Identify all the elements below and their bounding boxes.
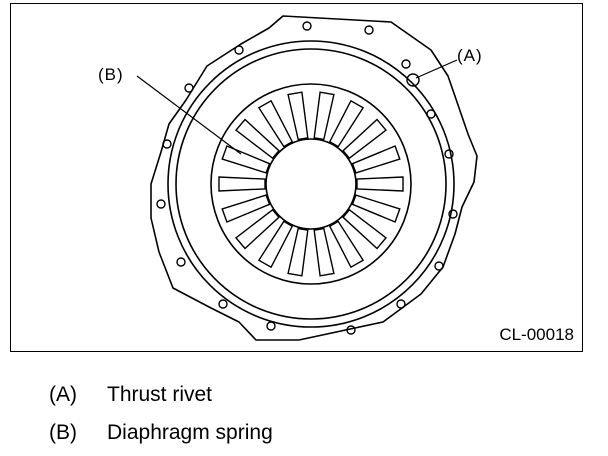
center-bore <box>265 138 357 230</box>
callout-a-leader <box>415 59 458 79</box>
callout-b-label: (B) <box>98 65 124 84</box>
mounting-hole <box>176 257 186 267</box>
cover-rim-outer <box>167 40 455 328</box>
spring-finger <box>218 176 266 192</box>
legend-key: (B) <box>49 421 77 444</box>
spring-finger <box>328 99 365 148</box>
spring-finger <box>342 208 388 250</box>
mounting-hole <box>444 149 454 159</box>
mounting-hole <box>448 209 458 219</box>
spring-finger <box>313 227 335 277</box>
legend-label: Thrust rivet <box>107 383 213 406</box>
mounting-hole <box>156 199 166 209</box>
spring-finger <box>356 176 404 192</box>
legend-item-b: (B) Diaphragm spring <box>49 421 273 445</box>
spring-finger <box>234 118 280 160</box>
thrust-rivet <box>406 73 420 87</box>
spring-finger <box>342 118 388 160</box>
spring-finger <box>257 220 294 269</box>
mounting-hole <box>302 21 312 31</box>
spring-finger <box>257 99 294 148</box>
mounting-hole <box>184 83 194 93</box>
spring-finger <box>328 220 365 269</box>
spring-finger <box>287 227 309 277</box>
mounting-hole <box>364 25 374 35</box>
mounting-hole <box>266 321 276 331</box>
callout-b-leader <box>136 75 242 155</box>
legend-item-a: (A) Thrust rivet <box>49 383 212 407</box>
figure-frame: (A) (B) CL-00018 <box>10 3 583 352</box>
mounting-hole <box>434 261 444 271</box>
mounting-hole <box>218 299 228 309</box>
figure-id: CL-00018 <box>499 325 574 344</box>
cover-rim-inner <box>175 48 447 320</box>
callout-a-label: (A) <box>457 46 483 65</box>
spring-finger <box>221 194 271 223</box>
legend-key: (A) <box>49 383 77 406</box>
cover-flange-outline <box>150 15 478 341</box>
mounting-hole <box>426 109 436 119</box>
spring-finger <box>221 145 271 174</box>
mounting-hole <box>401 59 411 69</box>
spring-finger <box>287 91 309 141</box>
mounting-hole <box>346 325 356 335</box>
spring-finger <box>313 91 335 141</box>
mounting-hole <box>162 139 172 149</box>
spring-finger <box>351 194 401 223</box>
spring-finger <box>234 208 280 250</box>
spring-finger <box>351 145 401 174</box>
mounting-hole <box>396 299 406 309</box>
pressure-plate-edge <box>210 83 412 285</box>
legend-label: Diaphragm spring <box>107 421 273 444</box>
mounting-hole <box>234 45 244 55</box>
clutch-cover-drawing <box>136 15 478 341</box>
